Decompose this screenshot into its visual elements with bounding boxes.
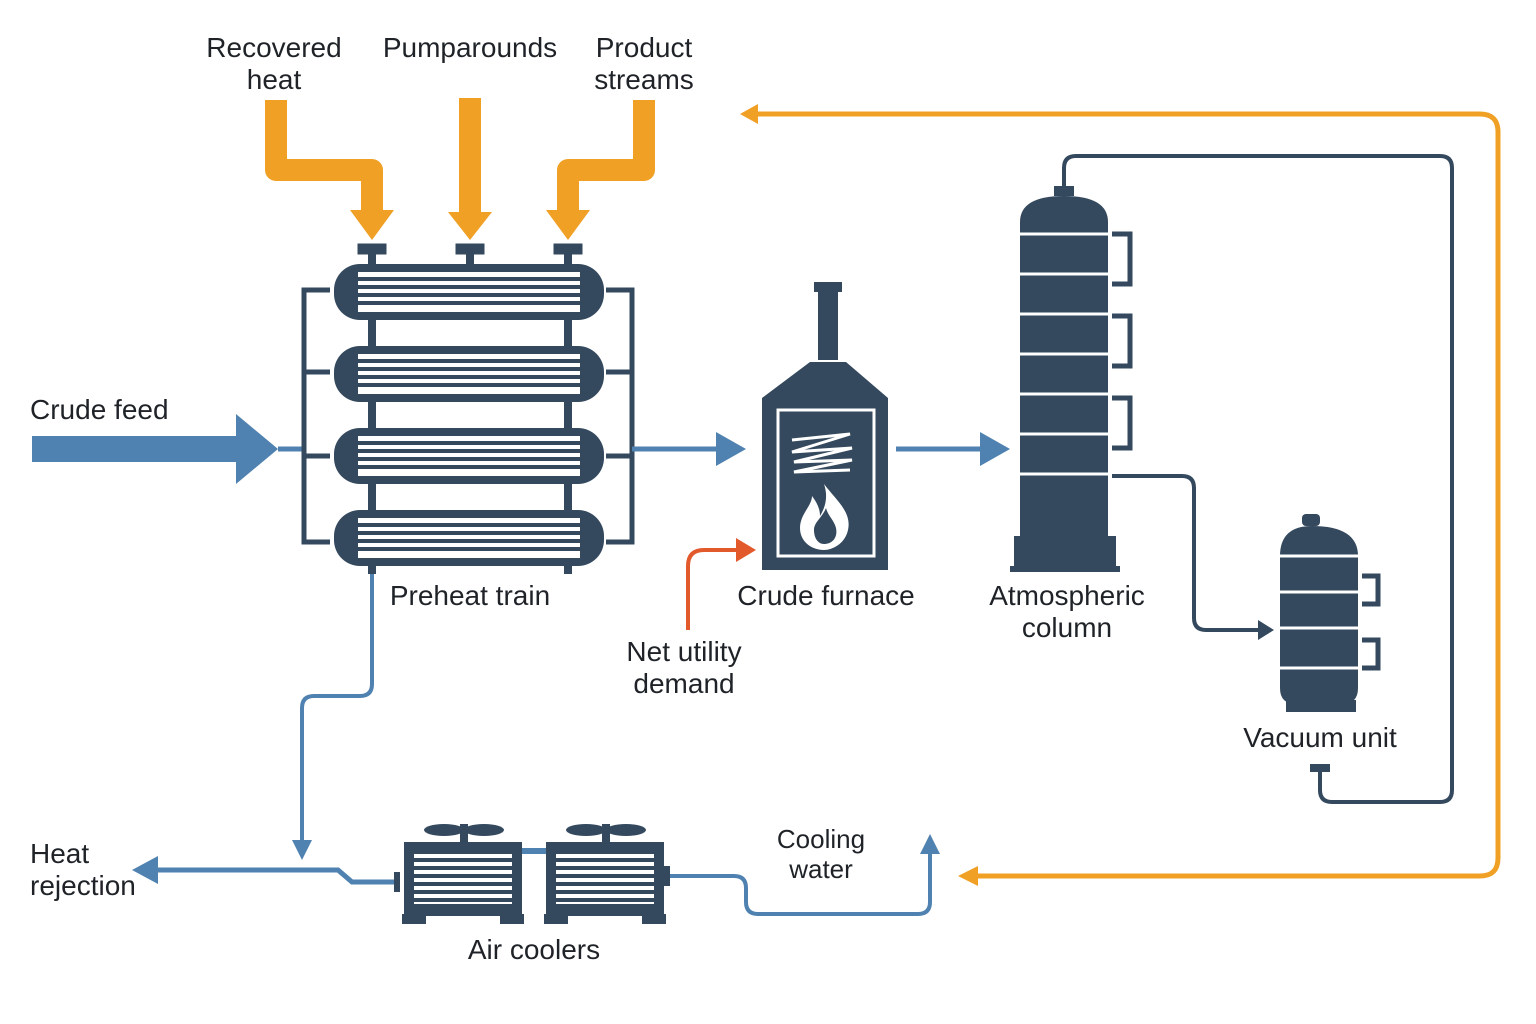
air-cooler-2 <box>544 824 666 924</box>
product-streams-label: Product streams <box>594 32 694 95</box>
pumparounds-label: Pumparounds <box>382 32 558 63</box>
preheat-to-cooler-stream <box>292 574 374 860</box>
recycle-arrowhead-bottom <box>958 866 978 886</box>
cooler-link <box>522 848 546 854</box>
crude-feed-label: Crude feed <box>30 394 169 425</box>
vacuum-bottom-nozzle <box>1310 764 1330 772</box>
net-utility-demand-label: Net utility demand <box>626 636 742 699</box>
air-coolers-label: Air coolers <box>467 934 601 965</box>
heat-exchanger-4 <box>334 510 604 566</box>
crude-feed-arrow <box>32 414 304 484</box>
atmospheric-column-label: Atmospheric column <box>989 580 1145 643</box>
heat-rejection-label: Heat rejection <box>30 838 136 901</box>
crude-furnace <box>762 282 888 570</box>
heat-exchanger-1 <box>334 264 604 320</box>
net-utility-arrow <box>686 538 756 630</box>
heat-rejection-arrow <box>132 856 400 892</box>
crude-furnace-label: Crude furnace <box>737 580 915 611</box>
preheat-to-furnace-stream <box>632 432 746 466</box>
vacuum-unit <box>1276 514 1381 712</box>
recovered-heat-arrow <box>265 100 394 240</box>
atmospheric-column <box>1010 186 1133 572</box>
product-streams-arrow <box>546 100 655 240</box>
recycle-arrowhead-top <box>740 104 758 124</box>
column-to-vacuum-line <box>1112 474 1274 640</box>
cooling-water-label: Cooling water <box>776 824 866 884</box>
furnace-coil-icon <box>791 432 853 474</box>
air-cooler-1 <box>402 824 524 924</box>
preheat-train-label: Preheat train <box>389 580 551 611</box>
furnace-to-column-stream <box>896 432 1010 466</box>
recovered-heat-label: Recovered heat <box>206 32 342 95</box>
heat-exchanger-3 <box>334 428 604 484</box>
vacuum-unit-label: Vacuum unit <box>1243 722 1397 753</box>
heat-exchanger-2 <box>334 346 604 402</box>
hot-recycle-loop <box>752 111 1501 879</box>
cooling-water-line <box>664 834 940 916</box>
column-overhead-line <box>1062 154 1454 804</box>
flame-icon <box>800 484 849 550</box>
pumparounds-arrow <box>448 98 492 240</box>
